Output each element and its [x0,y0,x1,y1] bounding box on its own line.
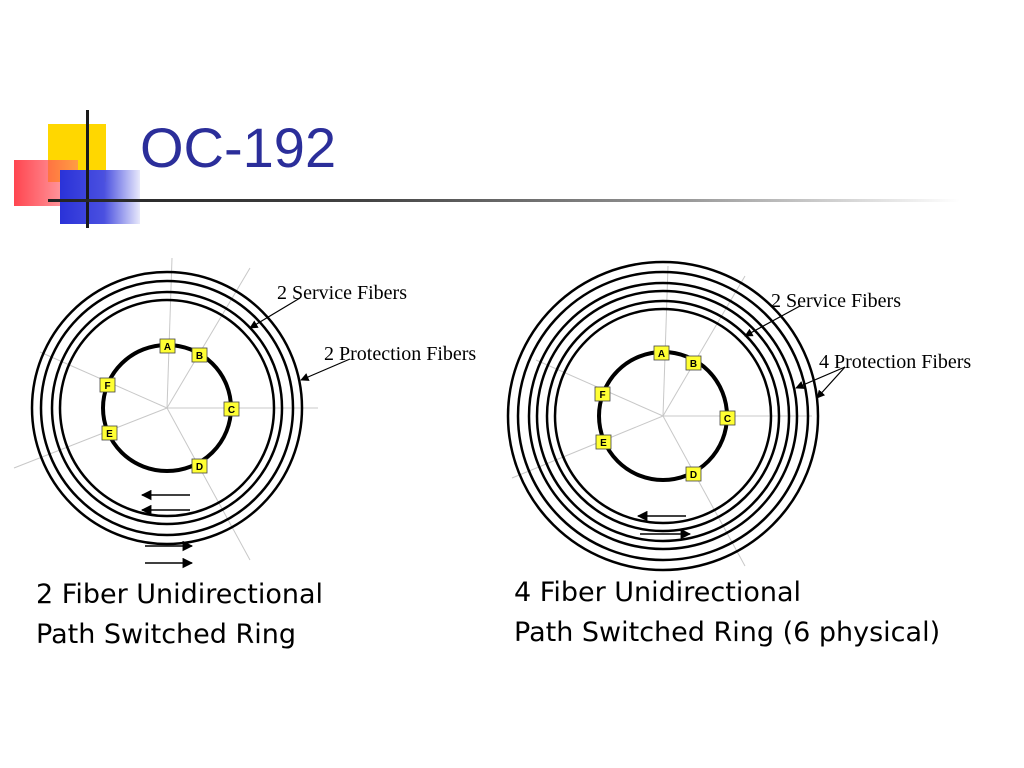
node-d: D [685,466,702,482]
left-nodes: A B C D E [99,338,240,474]
left-caption-line-1: 2 Fiber Unidirectional [36,579,324,610]
service-fiber-ring [545,299,781,533]
right-caption-line-2: Path Switched Ring (6 physical) [514,617,941,648]
decor-vertical-line [86,110,89,228]
protection-fibers-label: 2 Protection Fibers [324,343,476,365]
node-label: E [600,438,607,449]
node-label: A [658,349,665,360]
node-a: A [653,345,670,361]
left-annotation-pointers [249,297,351,381]
spoke [166,257,173,409]
node-label: C [228,405,235,416]
spoke [662,415,746,567]
left-fiber-rings [30,270,304,546]
service-fiber-ring [553,307,773,525]
protection-pointer [300,358,351,381]
protection-fiber-ring [535,289,791,543]
node-f: F [594,386,611,402]
right-caption-line-1: 4 Fiber Unidirectional [514,577,802,608]
spoke [166,407,251,561]
protection-fiber-ring [506,260,820,572]
right-direction-arrows [636,510,692,540]
service-fibers-label: 2 Service Fibers [771,290,901,312]
spoke [662,265,669,417]
node-b: B [685,355,702,371]
right-annotation-pointers [744,305,846,399]
node-e: E [595,434,612,450]
left-caption: 2 Fiber Unidirectional Path Switched Rin… [36,575,323,655]
protection-fiber-ring [527,281,799,551]
node-label: A [164,342,171,353]
spoke [13,407,168,469]
protection-fiber-ring [30,270,304,546]
node-label: C [724,414,731,425]
node-label: F [104,381,110,392]
right-nodes: A B C D E [594,345,736,482]
protection-fiber-ring [516,270,810,562]
service-fiber-ring [58,298,276,518]
node-c: C [719,410,736,426]
node-label: B [196,351,203,362]
right-spokes [511,265,812,567]
node-label: D [196,462,203,473]
node-label: E [106,429,113,440]
node-e: E [101,425,118,441]
node-label: F [599,390,605,401]
node-d: D [191,458,208,474]
service-pointer [744,305,801,337]
protection-pointer [816,366,846,399]
left-caption-line-2: Path Switched Ring [36,619,297,650]
slide-title: OC-192 [140,116,337,179]
right-fiber-rings [506,260,820,572]
service-fiber-ring [50,290,284,526]
right-ring-diagram: A B C D E [506,260,971,572]
title-underline [48,199,960,202]
node-label: B [690,359,697,370]
protection-fiber-ring [39,279,295,537]
left-direction-arrows [140,489,194,569]
decor-blue-square [60,170,140,224]
spoke [511,415,664,479]
protection-fibers-label: 4 Protection Fibers [819,351,971,373]
service-fibers-label: 2 Service Fibers [277,282,407,304]
node-a: A [159,338,176,354]
spoke [662,275,746,417]
left-ring-diagram: A B C D E [13,257,476,569]
node-c: C [223,401,240,417]
protection-pointer [795,366,846,389]
node-b: B [191,347,208,363]
right-caption: 4 Fiber Unidirectional Path Switched Rin… [514,573,940,653]
service-pointer [249,297,301,329]
node-label: D [690,470,697,481]
node-f: F [99,377,116,393]
